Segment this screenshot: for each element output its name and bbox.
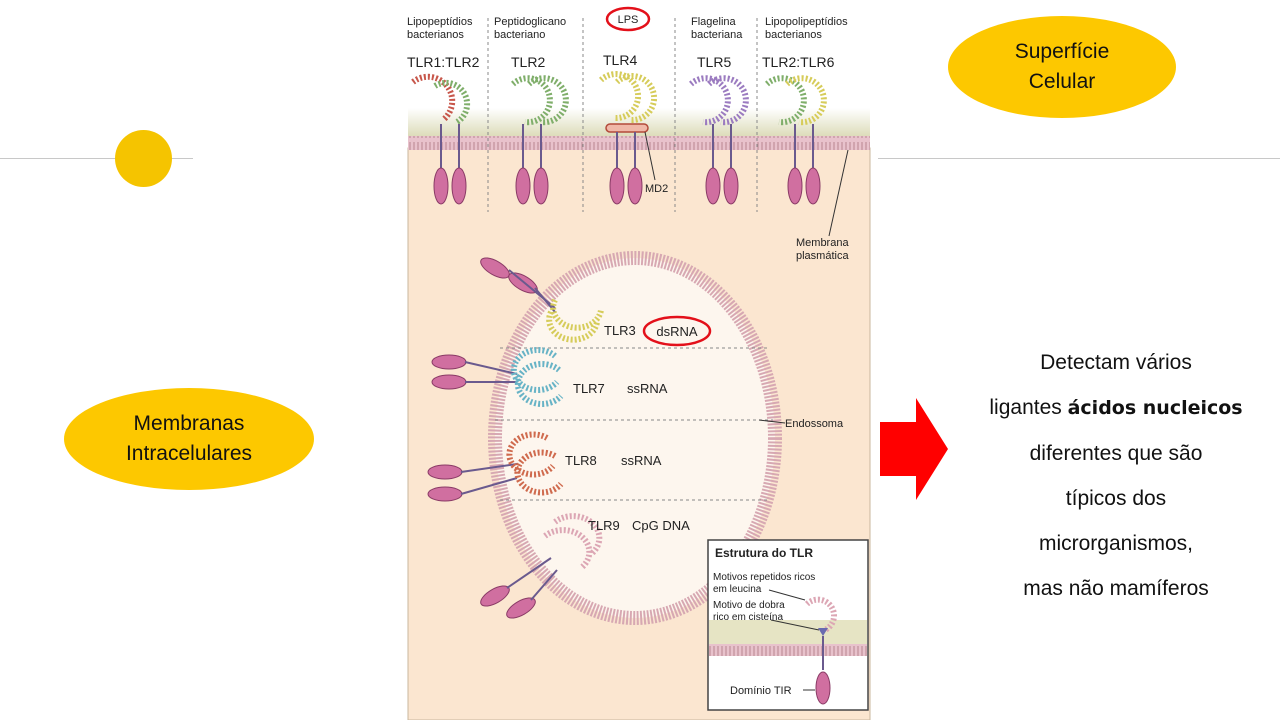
tlr2-tlr6-receptor (764, 75, 827, 205)
tlr7-label: TLR7 (573, 381, 605, 396)
receptor-label-tlr4: TLR4 (603, 52, 637, 68)
description-line2-bold: ácidos nucleicos (1067, 397, 1243, 419)
description-line3: diferentes que são (1029, 442, 1203, 465)
receptor-label-tlr2-tlr6: TLR2:TLR6 (762, 54, 835, 70)
tlr9-cpg-label: CpG DNA (632, 518, 690, 533)
dsrna-label: dsRNA (656, 324, 698, 339)
tlr3-label: TLR3 (604, 323, 636, 338)
plasma-membrane (408, 136, 870, 150)
ligand-label-5b: bacterianos (765, 29, 822, 41)
description-line1: Detectam vários (1040, 351, 1192, 374)
md2-label: MD2 (645, 183, 668, 195)
endosome-label: Endossoma (785, 418, 844, 430)
ligand-label-1b: bacterianos (407, 29, 464, 41)
plasma-membrane-label-b: plasmática (796, 250, 849, 262)
inset-tir-label: Domínio TIR (730, 685, 792, 697)
ligand-label-4a: Flagelina (691, 16, 737, 28)
dsrna-highlight-circle (642, 315, 712, 347)
right-divider-line (878, 158, 1280, 159)
inset-receptor (768, 589, 837, 705)
intracellular-line2: Intracelulares (125, 442, 253, 465)
tlr8-receptor (427, 431, 564, 502)
inset-lrr-label-a: Motivos repetidos ricos (713, 572, 815, 583)
ligand-label-2a: Peptidoglicano (494, 16, 566, 28)
tlr-diagram: Lipopeptídios bacterianos Peptidoglicano… (405, 0, 875, 720)
cell-surface-label: Superfície Celular (948, 16, 1176, 118)
inset-title: Estrutura do TLR (715, 546, 813, 560)
decorative-yellow-dot (115, 130, 172, 187)
tlr9-receptor (480, 513, 603, 619)
description-line2-pre: ligantes (989, 396, 1068, 419)
ligand-label-lps: LPS (618, 14, 639, 26)
description-text: Detectam vários ligantes ácidos nucleico… (966, 340, 1266, 611)
description-line5: microrganismos, (1038, 532, 1194, 555)
ligand-label-2b: bacteriano (494, 29, 545, 41)
inset-cys-label-b: rico em cisteína (713, 612, 783, 623)
inset-lrr-label-b: em leucina (713, 584, 762, 595)
tlr2-receptor (510, 75, 569, 205)
tlr8-ssrna-label: ssRNA (621, 453, 662, 468)
plasma-membrane-pointer (828, 149, 849, 237)
endosome-pointer (758, 419, 786, 424)
ligand-label-5a: Lipopolipeptídios (765, 16, 848, 28)
tlr9-label: TLR9 (588, 518, 620, 533)
tlr4-receptor (598, 71, 658, 205)
plasma-membrane-label-a: Membrana (796, 237, 849, 249)
cell-surface-line2: Celular (1028, 70, 1096, 93)
inset-membrane (709, 644, 867, 656)
inset-cys-label-a: Motivo de dobra (713, 600, 785, 611)
tlr5-receptor (688, 75, 749, 205)
cell-surface-line1: Superfície (1014, 40, 1110, 63)
tlr8-label: TLR8 (565, 453, 597, 468)
left-divider-line (0, 158, 193, 159)
tlr7-ssrna-label: ssRNA (627, 381, 668, 396)
tlr3-receptor (480, 257, 604, 343)
description-line4: típicos dos (1065, 487, 1167, 510)
intracellular-membranes-label: Membranas Intracelulares (64, 388, 314, 490)
description-line2: ligantes ácidos nucleicos (966, 385, 1266, 431)
receptor-label-tlr2: TLR2 (511, 54, 545, 70)
description-line6: mas não mamíferos (1023, 577, 1209, 600)
tlr-diagram-svg: Lipopeptídios bacterianos Peptidoglicano… (407, 6, 871, 720)
red-arrow-icon (880, 398, 948, 500)
lps-highlight-circle (605, 6, 651, 32)
intracellular-line1: Membranas (133, 412, 245, 435)
tlr1-tlr2-receptor (411, 73, 471, 205)
receptor-label-tlr1-tlr2: TLR1:TLR2 (407, 54, 480, 70)
surface-dividers (487, 18, 758, 212)
ligand-label-1a: Lipopeptídios (407, 16, 473, 28)
ligand-label-4b: bacteriana (691, 29, 743, 41)
tlr7-receptor (431, 346, 564, 407)
receptor-label-tlr5: TLR5 (697, 54, 731, 70)
